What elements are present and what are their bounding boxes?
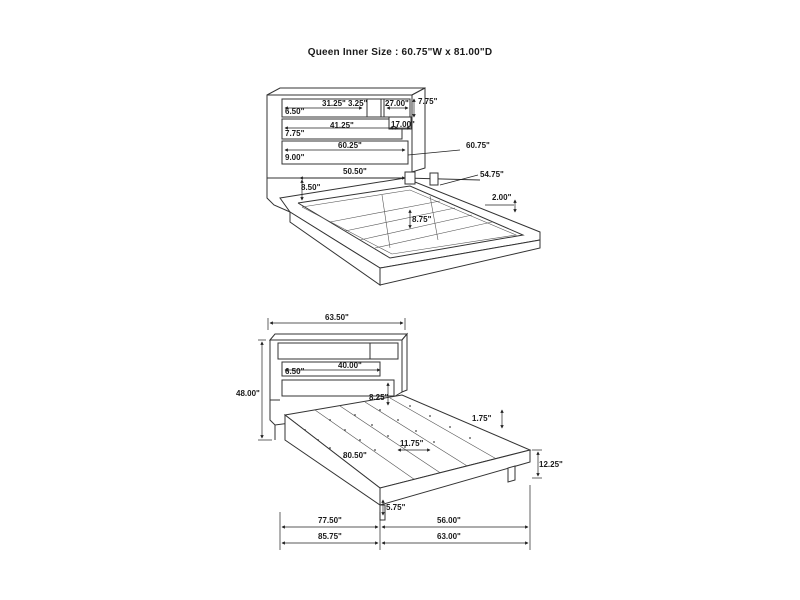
dim-label: 60.75" — [466, 141, 490, 150]
dim-label: 2.00" — [492, 193, 512, 202]
bottom-dimension-lines — [258, 318, 542, 550]
dim-label: 3.25" — [348, 99, 368, 108]
dim-label: 54.75" — [480, 170, 504, 179]
diagram-title: Queen Inner Size : 60.75"W x 81.00"D — [307, 47, 493, 58]
dim-label: 60.25" — [338, 141, 362, 150]
top-dimension-lines — [284, 98, 517, 229]
dim-label: 63.50" — [325, 313, 349, 322]
dim-label: 12.25" — [539, 460, 563, 469]
dim-label: 77.50" — [318, 516, 342, 525]
dim-label: 6.50" — [285, 367, 305, 376]
dim-label: 85.75" — [318, 532, 342, 541]
dim-label: 9.00" — [285, 153, 305, 162]
dim-label: 5.75" — [386, 503, 406, 512]
dim-label: 56.00" — [437, 516, 461, 525]
dim-label: 7.75" — [285, 129, 305, 138]
dim-label: 8.50" — [301, 183, 321, 192]
dim-label: 11.75" — [400, 439, 424, 448]
dim-label: 50.50" — [343, 167, 367, 176]
dim-label: 6.50" — [285, 107, 305, 116]
dim-label: 8.25" — [369, 393, 389, 402]
dim-label: 31.25" — [322, 99, 346, 108]
dim-label: 80.50" — [343, 451, 367, 460]
bottom-dimension-labels: 63.50" 48.00" 40.00" 6.50" 8.25" 1.75" 1… — [236, 313, 563, 541]
dim-label: 40.00" — [338, 361, 362, 370]
dim-label: 7.75" — [418, 97, 438, 106]
dim-label: 27.00" — [385, 99, 409, 108]
dim-label: 8.75" — [412, 215, 432, 224]
bottom-bed-drawing — [268, 332, 532, 521]
top-dimension-labels: 6.50" 31.25" 3.25" 27.00" 7.75" 17.00" 4… — [285, 97, 512, 224]
dim-label: 41.25" — [330, 121, 354, 130]
dim-label: 1.75" — [472, 414, 492, 423]
dim-label: 48.00" — [236, 389, 260, 398]
dim-label: 63.00" — [437, 532, 461, 541]
dim-label: 17.00" — [391, 120, 415, 129]
